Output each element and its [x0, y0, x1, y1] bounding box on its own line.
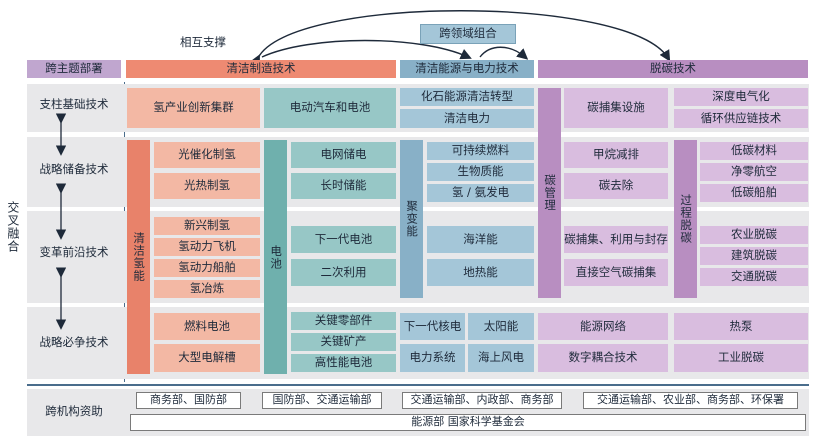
cross-theme-header: 跨主题部署 — [27, 60, 121, 78]
cross-fusion-label: 交叉融合 — [5, 201, 20, 253]
cell-biomass: 生物质能 — [427, 163, 534, 181]
cell-transport-decarb: 交通脱碳 — [700, 268, 808, 286]
cell-key-minerals: 关键矿产 — [291, 333, 396, 351]
cell-hydrogen-cluster: 氢产业创新集群 — [127, 88, 260, 128]
cell-clean-hydrogen: 清洁氢能 — [127, 140, 150, 374]
cell-geothermal: 地热能 — [427, 259, 534, 286]
cell-circular-supply-chain: 循环供应链技术 — [674, 109, 808, 128]
cell-key-components: 关键零部件 — [291, 312, 396, 330]
agency-box-1: 商务部、国防部 — [136, 392, 241, 409]
cell-h2-steel: 氢冶炼 — [154, 280, 260, 298]
row-label-frontier: 变革前沿技术 — [39, 245, 109, 260]
cell-next-gen-battery: 下一代电池 — [291, 226, 396, 253]
cell-low-carbon-ship: 低碳船舶 — [700, 184, 808, 202]
cell-grid-storage: 电网储电 — [291, 142, 396, 168]
agency-box-3: 交通运输部、内政部、商务部 — [402, 392, 562, 409]
cell-agri-decarb: 农业脱碳 — [700, 226, 808, 244]
cell-heat-pump: 热泵 — [674, 313, 808, 340]
clean-manufacturing-header: 清洁制造技术 — [126, 60, 396, 78]
support-arc — [249, 10, 671, 67]
clean-energy-header: 清洁能源与电力技术 — [400, 60, 534, 78]
mutual-support-label: 相互支撑 — [180, 35, 226, 50]
bottom-divider — [27, 384, 809, 386]
cell-fossil-transition: 化石能源清洁转型 — [400, 88, 534, 106]
cell-clean-power: 清洁电力 — [400, 109, 534, 128]
cell-emerging-h2: 新兴制氢 — [154, 217, 260, 235]
shared-agency-box: 能源部 国家科学基金会 — [130, 414, 806, 431]
cell-deep-electrification: 深度电气化 — [674, 88, 808, 106]
cell-large-electrolyzer: 大型电解槽 — [154, 344, 260, 372]
cell-solar: 太阳能 — [468, 313, 534, 340]
cell-h2-ship: 氢动力船舶 — [154, 259, 260, 277]
cell-h2-aircraft: 氢动力飞机 — [154, 238, 260, 256]
left-double-arrows — [55, 113, 67, 330]
row-label-strategic-reserve: 战略储备技术 — [39, 162, 109, 177]
cell-methane-reduction: 甲烷减排 — [564, 142, 668, 168]
cell-energy-network: 能源网络 — [538, 313, 668, 340]
cell-carbon-management: 碳管理 — [538, 88, 561, 298]
cell-net-zero-aviation: 净零航空 — [700, 163, 808, 181]
cell-high-perf-battery: 高性能电池 — [291, 354, 396, 372]
cell-h2-ammonia-power: 氢 / 氨发电 — [427, 184, 534, 202]
cell-ccus: 碳捕集、利用与封存 — [564, 226, 668, 253]
cell-process-decarb: 过程脱碳 — [674, 140, 697, 298]
cell-carbon-removal: 碳去除 — [564, 173, 668, 199]
cell-ev-battery: 电动汽车和电池 — [264, 88, 396, 128]
cell-fuel-cell: 燃料电池 — [154, 313, 260, 340]
agency-box-4: 交通运输部、农业部、商务部、环保署 — [583, 392, 798, 409]
decarbonization-header: 脱碳技术 — [538, 60, 808, 78]
cell-photocatalytic-h2: 光催化制氢 — [154, 142, 260, 168]
cell-long-duration-storage: 长时储能 — [291, 173, 396, 199]
row-label-pillar: 支柱基础技术 — [39, 97, 109, 112]
cross-domain-label: 跨领域组合 — [420, 24, 516, 44]
agency-box-2: 国防部、交通运输部 — [262, 392, 382, 409]
cell-dac: 直接空气碳捕集 — [564, 259, 668, 286]
cell-power-system: 电力系统 — [400, 344, 465, 372]
cell-photothermal-h2: 光热制氢 — [154, 173, 260, 199]
cell-industrial-decarb: 工业脱碳 — [674, 344, 808, 372]
cross-agency-funding-label: 跨机构资助 — [45, 404, 103, 419]
connector-arcs — [249, 10, 671, 67]
cell-battery: 电池 — [264, 140, 287, 374]
cell-next-gen-nuclear: 下一代核电 — [400, 313, 465, 340]
cell-fusion: 聚变能 — [400, 140, 423, 298]
cell-offshore-wind: 海上风电 — [468, 344, 534, 372]
cell-secondary-use: 二次利用 — [291, 259, 396, 286]
cell-digital-coupling: 数字耦合技术 — [538, 344, 668, 372]
cell-low-carbon-materials: 低碳材料 — [700, 142, 808, 160]
cell-building-decarb: 建筑脱碳 — [700, 247, 808, 265]
row-label-must-compete: 战略必争技术 — [39, 335, 109, 350]
combo-arc-2 — [479, 46, 529, 60]
cell-ocean: 海洋能 — [427, 226, 534, 253]
cell-carbon-capture-facility: 碳捕集设施 — [564, 88, 668, 128]
combo-arc — [261, 39, 472, 60]
cell-sustainable-fuel: 可持续燃料 — [427, 142, 534, 160]
